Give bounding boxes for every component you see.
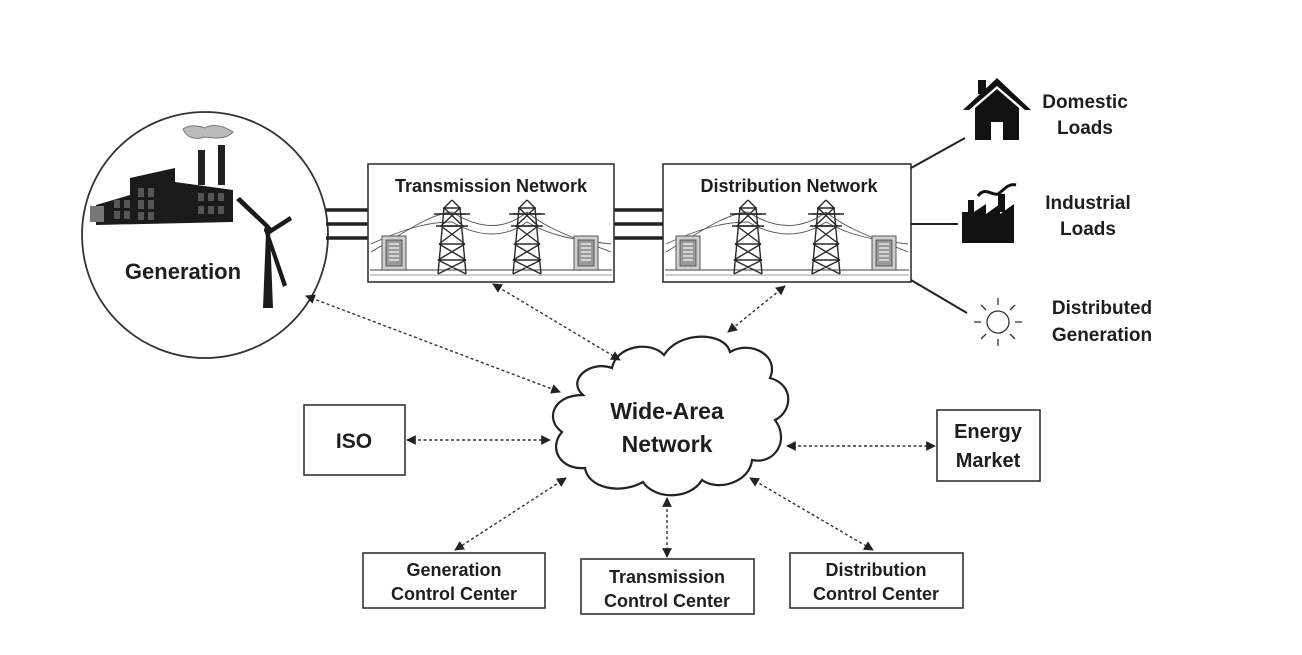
energy-market-line2: Market [956,450,1021,472]
generation-control-center-box: Generation Control Center [362,552,546,609]
iso-box: ISO [303,404,406,476]
industrial-loads-line2: Loads [1060,219,1116,240]
wind-turbine-icon [236,197,292,308]
domestic-loads-line1: Domestic [1042,92,1128,113]
transformer-icon [573,235,599,271]
transmission-network-box: Transmission Network [367,163,615,283]
distributed-generation-line1: Distributed [1052,298,1152,319]
gen-cc-line2: Control Center [391,584,517,604]
sun-icon [974,298,1022,346]
gen-cc-line1: Generation [406,560,501,580]
wan-label-line1: Wide-Area [610,398,724,424]
generation-circle [81,111,329,359]
link-transmission-wan [492,283,621,361]
transmission-network-label: Transmission Network [395,176,588,196]
iso-label: ISO [336,430,372,453]
generation-label: Generation [125,259,241,284]
energy-market-line1: Energy [954,421,1023,443]
wan-label-line2: Network [622,431,713,457]
transmission-control-center-box: Transmission Control Center [580,558,755,615]
cloud-icon [551,335,790,497]
distributed-connector [910,279,968,314]
house-icon [963,78,1031,140]
link-wan-dist-cc [749,477,874,551]
transformer-icon [871,235,897,271]
transformer-icon [381,235,407,271]
energy-market-box: Energy Market [936,409,1041,482]
trans-cc-line2: Control Center [604,591,730,611]
distribution-network-frame [662,163,912,283]
distributed-generation-line2: Generation [1052,325,1152,346]
domestic-loads-line2: Loads [1057,118,1113,139]
domestic-connector [910,137,966,169]
transmission-network-frame [367,163,615,283]
link-wan-gen-cc [454,477,567,551]
distribution-network-label: Distribution Network [700,176,878,196]
transformer-icon [675,235,701,271]
dist-cc-line1: Distribution [826,560,927,580]
dist-cc-line2: Control Center [813,584,939,604]
trans-cc-line1: Transmission [609,567,725,587]
distribution-network-box: Distribution Network [662,163,912,283]
factory-icon [90,124,234,225]
link-generation-wan [305,294,561,394]
industrial-building-icon [962,183,1017,243]
industrial-loads-line1: Industrial [1045,193,1131,214]
link-distribution-wan [727,285,786,333]
power-lines [326,208,663,240]
generation-node: Generation [81,111,329,359]
communication-links [305,283,936,558]
distribution-control-center-box: Distribution Control Center [789,552,964,609]
